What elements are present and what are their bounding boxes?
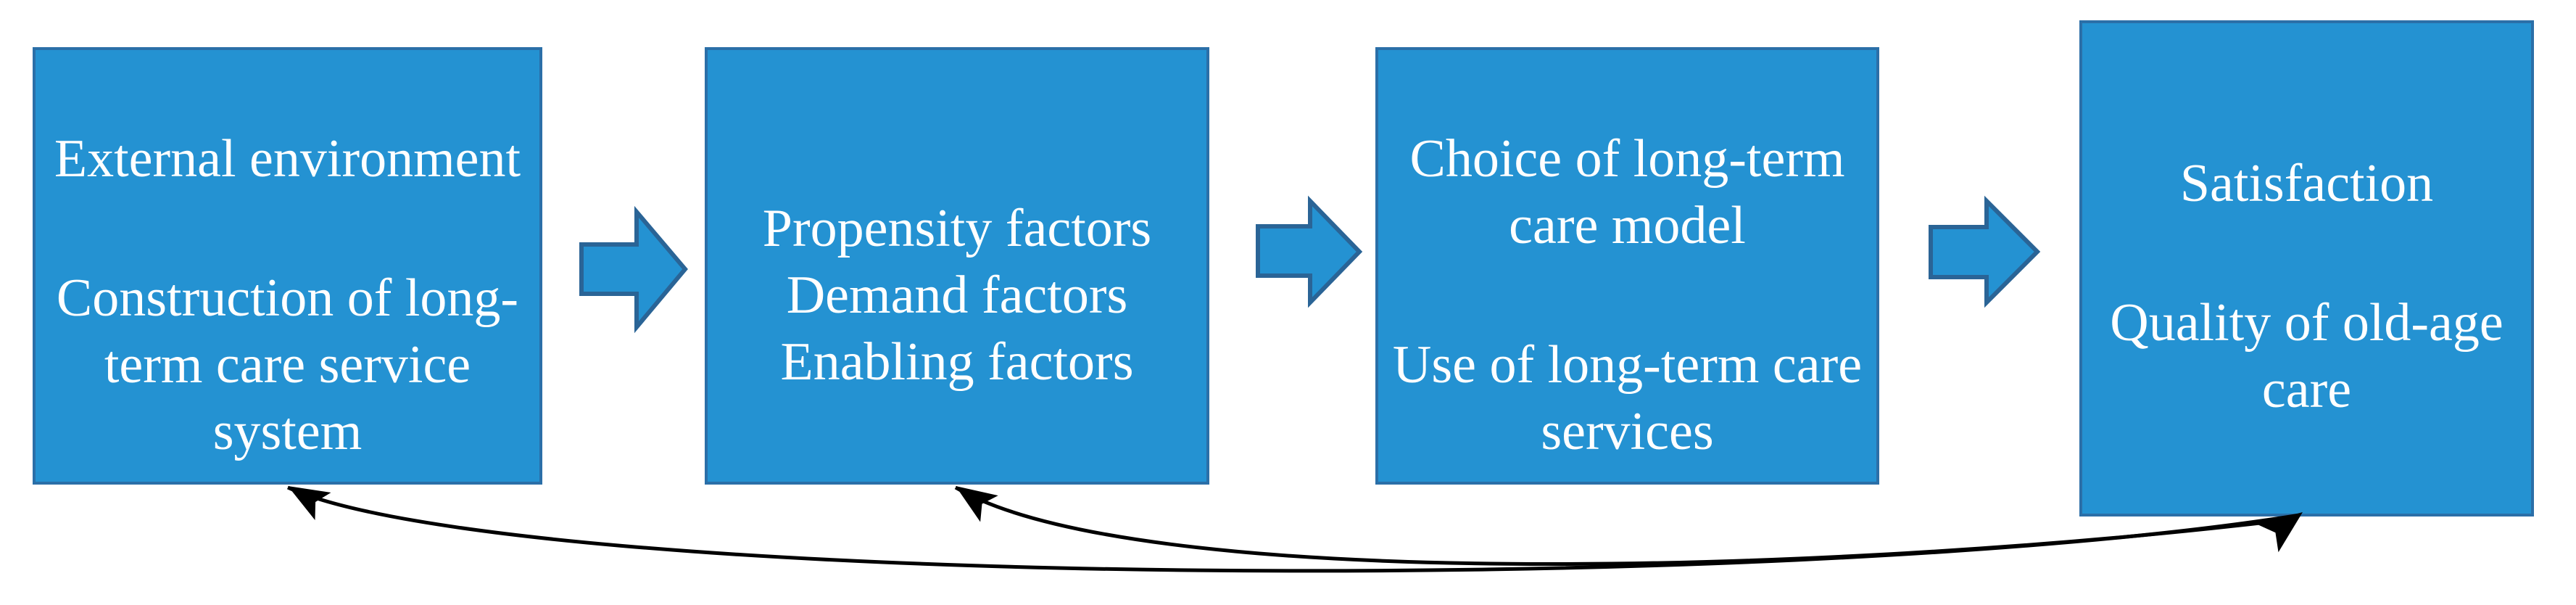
flow-arrow-3-icon <box>1929 195 2041 308</box>
flow-arrow-1-icon <box>579 205 688 334</box>
box-1-paragraph-1: External environment <box>54 128 521 189</box>
box-individual-factors: Propensity factors Demand factors Enabli… <box>705 47 1209 485</box>
feedback-curve-to-box-1 <box>286 485 2300 573</box>
box-3-paragraph-2: Use of long-term care services <box>1392 334 1863 461</box>
box-4-paragraph-2: Quality of old-age care <box>2110 293 2503 419</box>
box-2-paragraph-1: Propensity factors Demand factors Enabli… <box>762 198 1152 392</box>
box-4-paragraph-1: Satisfaction <box>2179 154 2434 213</box>
box-outcomes: Satisfaction Quality of old-age care <box>2079 20 2534 516</box>
box-care-model-choice: Choice of long-term care model Use of lo… <box>1375 47 1879 485</box>
box-3-paragraph-1: Choice of long-term care model <box>1409 128 1845 255</box>
box-1-paragraph-2: Construction of long- term care service … <box>56 268 519 461</box>
box-external-environment: External environment Construction of lon… <box>33 47 542 485</box>
flow-arrow-2-icon <box>1256 195 1363 308</box>
